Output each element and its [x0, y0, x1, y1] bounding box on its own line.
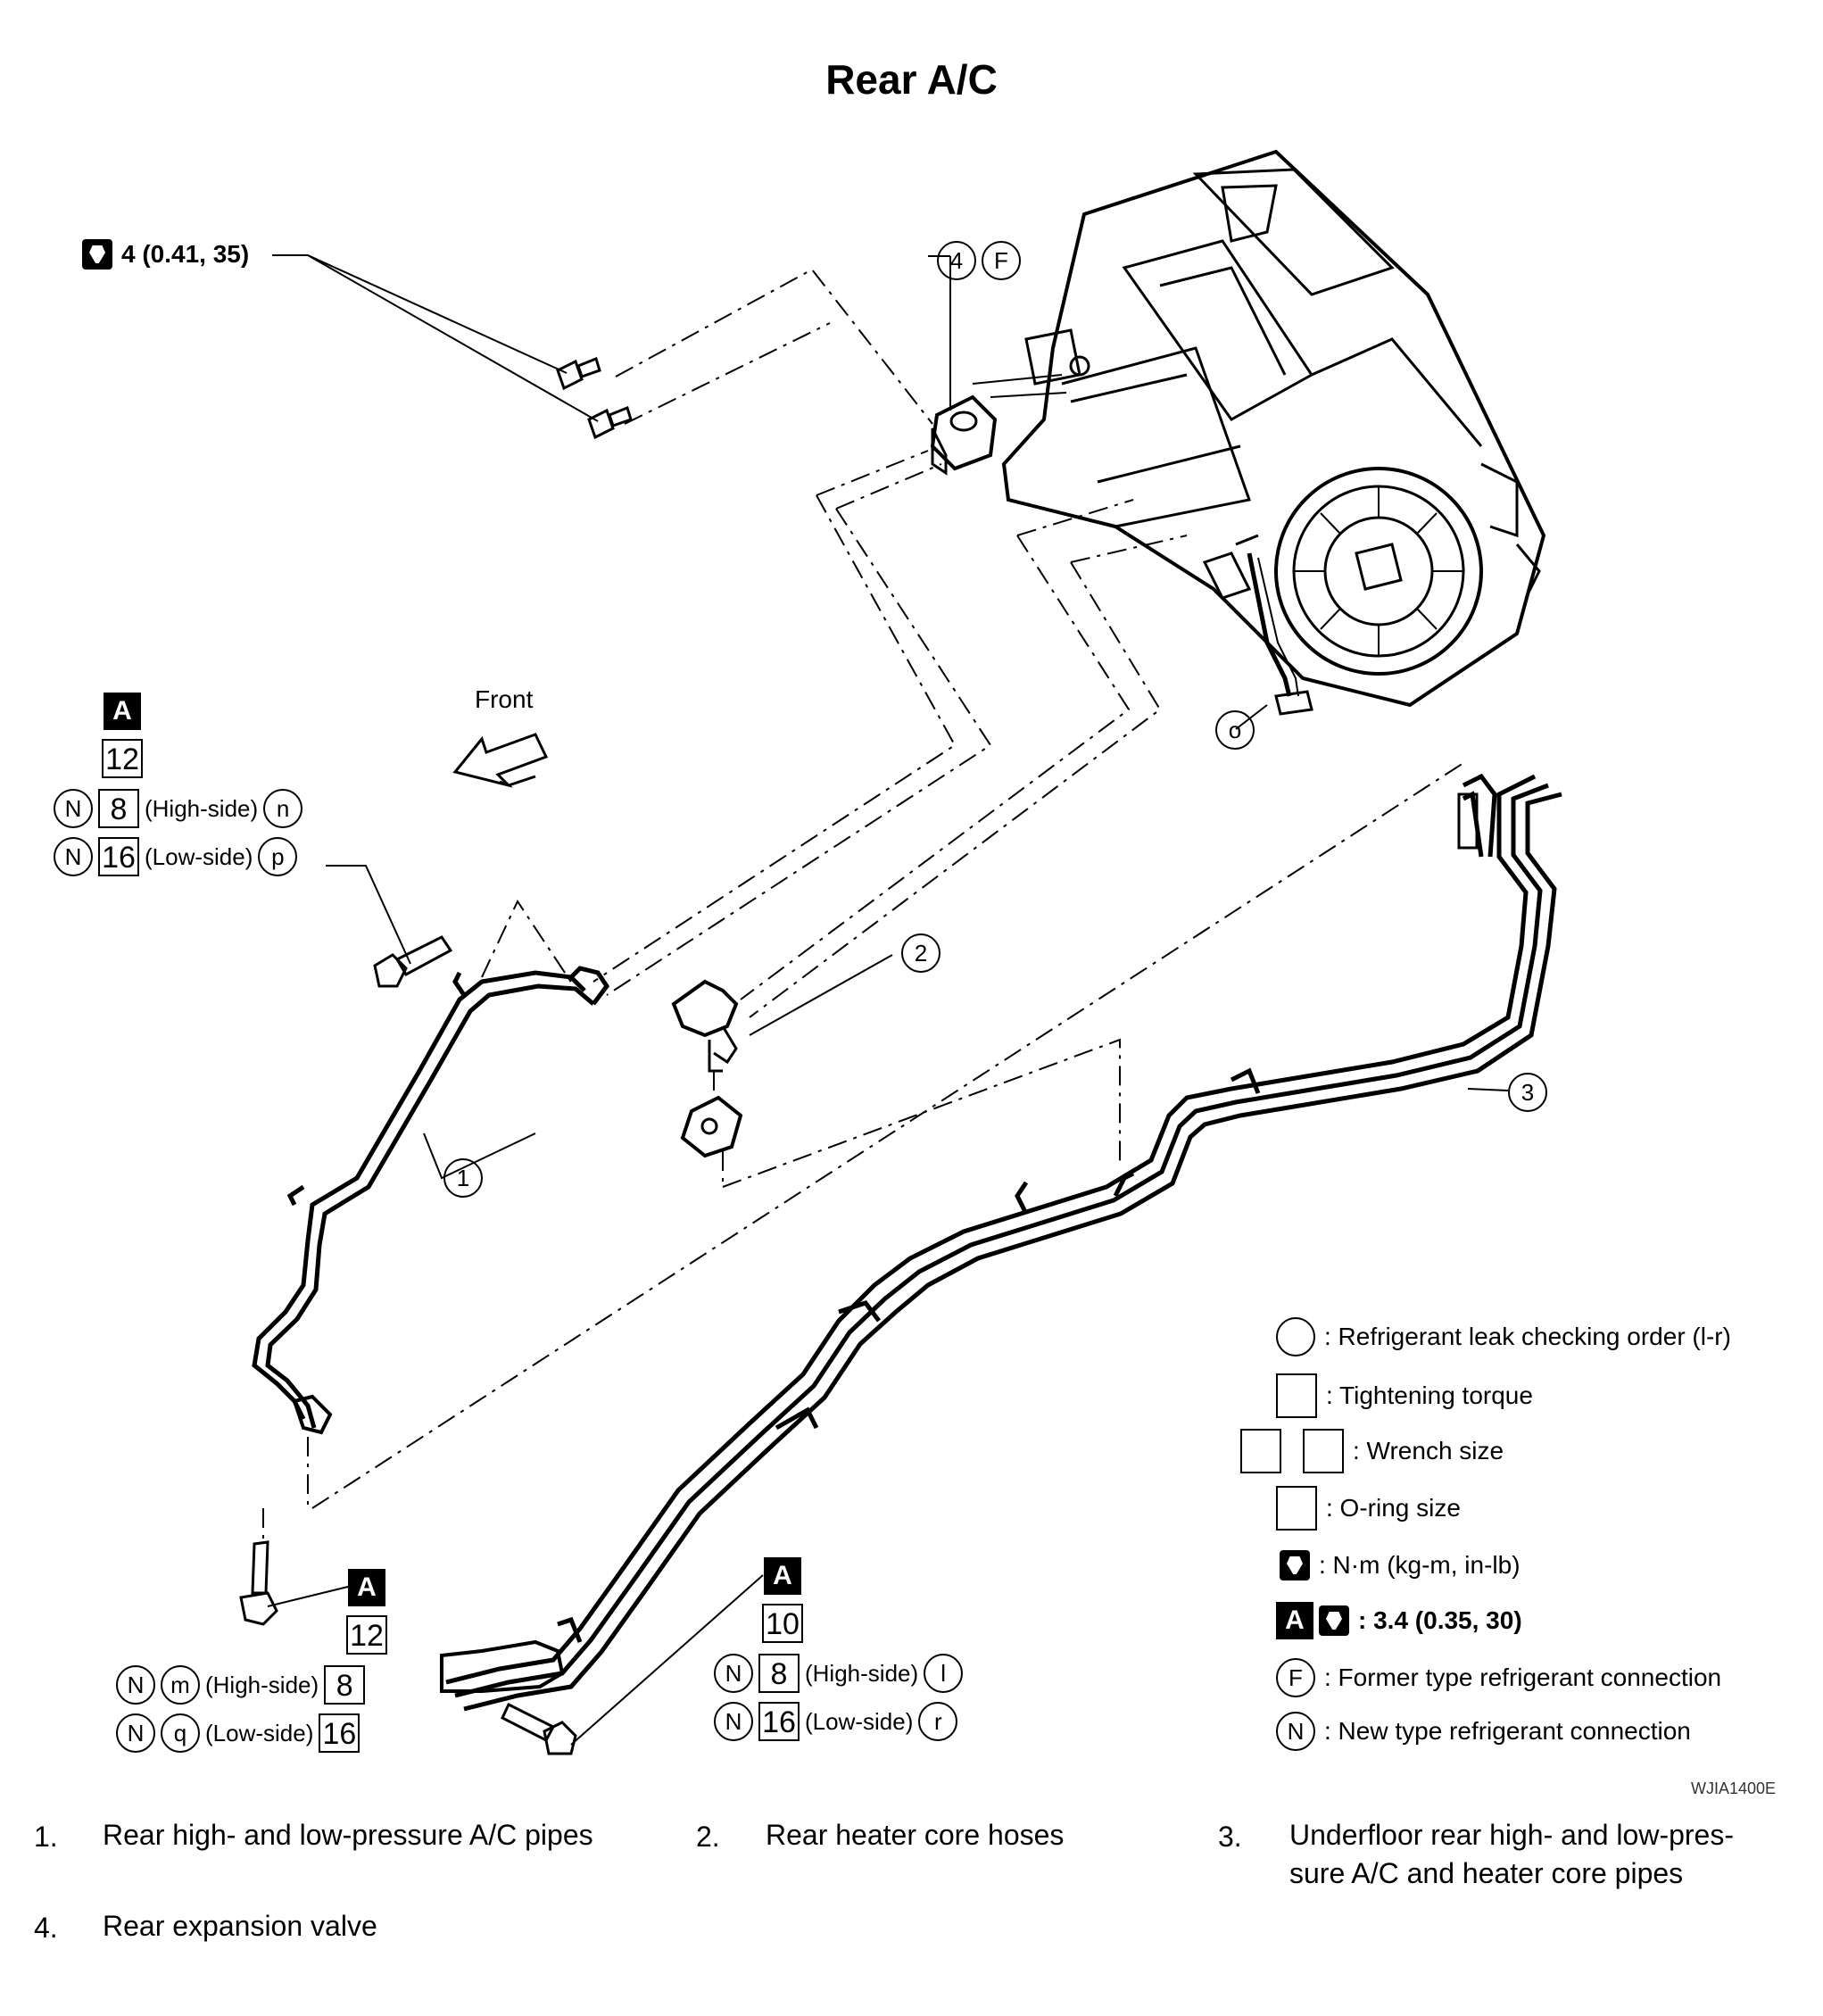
wrench-size: 10 [762, 1604, 803, 1643]
callout-lower-left: A 12 N m (High-side) 8 N q (Low-side) 16 [116, 1569, 410, 1765]
new-type-symbol: N [54, 837, 93, 876]
page-title: Rear A/C [825, 56, 998, 103]
wrench-a-box: A [104, 693, 141, 730]
bolt-lower-mid [501, 1702, 577, 1755]
oring-size-high: 8 [98, 789, 139, 828]
part-number-1: 1 [443, 1158, 483, 1198]
callout-lower-mid: A 10 N 8 (High-side) l N 16 (Low-side) r [705, 1557, 1008, 1754]
legend-torque: : Tightening torque [1276, 1371, 1533, 1421]
bolt-upper-1 [556, 357, 601, 391]
bolt-lower-left [239, 1540, 278, 1626]
wrench-a-box: A [348, 1569, 385, 1606]
torque-callout-top: 4 (0.41, 35) [82, 239, 249, 270]
legend-unit: : N·m (kg-m, in-lb) [1280, 1540, 1521, 1590]
wrench-icon [82, 239, 112, 270]
oring-size-low: 16 [319, 1713, 360, 1753]
part-number-2: 2 [901, 933, 941, 973]
legend-leak-order: : Refrigerant leak checking order (l-r) [1276, 1312, 1731, 1362]
front-arrow [452, 733, 549, 788]
heater-core-hoses [671, 979, 743, 1158]
wrench-icon [1280, 1550, 1310, 1580]
wrench-size: 12 [346, 1615, 387, 1655]
oring-size-high: 8 [324, 1665, 366, 1705]
callout-upper-left: A 12 N 8 (High-side) n N 16 (Low-side) p [54, 693, 410, 889]
square-symbol [1276, 1373, 1317, 1418]
rear-ac-unit [972, 149, 1546, 716]
legend-former-type: F : Former type refrigerant connection [1276, 1653, 1721, 1703]
circle-symbol [1276, 1317, 1315, 1356]
wrench-size: 12 [102, 739, 143, 778]
front-label: Front [475, 685, 534, 713]
oring-size-low: 16 [98, 837, 139, 876]
oring-size-high: 8 [758, 1654, 800, 1693]
legend-wrench: : Wrench size [1240, 1426, 1504, 1476]
legend-oring: : O-ring size [1276, 1483, 1461, 1533]
legend-a-value: A : 3.4 (0.35, 30) [1276, 1596, 1522, 1646]
leak-order-o: o [1215, 710, 1255, 750]
figure-code: WJIA1400E [1691, 1780, 1777, 1797]
rear-expansion-valve [930, 394, 998, 476]
wrench-a-box: A [764, 1557, 801, 1595]
new-type-symbol: N [54, 789, 93, 828]
pipe-assembly-3 [440, 773, 1562, 1712]
bolt-upper-left [373, 935, 453, 988]
part-number-3: 3 [1508, 1073, 1547, 1112]
oring-size-low: 16 [758, 1702, 800, 1741]
torque-value-top: 4 (0.41, 35) [121, 240, 250, 268]
wrench-icon [1319, 1605, 1349, 1636]
pipe-assembly-1 [252, 966, 610, 1435]
bolt-upper-2 [587, 406, 633, 440]
part-number-4: 4 [937, 241, 976, 280]
legend-new-type: N : New type refrigerant connection [1276, 1706, 1691, 1756]
former-type-symbol: F [982, 241, 1021, 280]
part-4-callout: 4 F [937, 241, 1021, 280]
